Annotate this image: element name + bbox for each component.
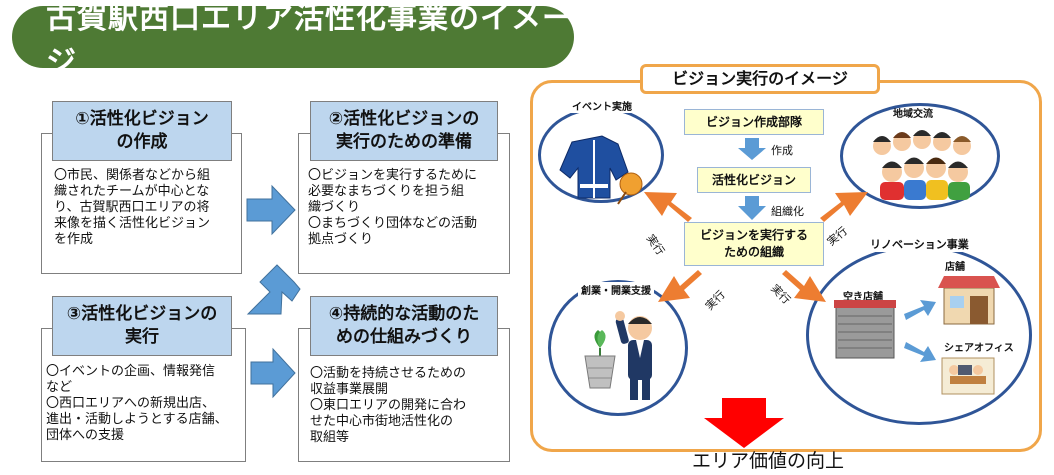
vacant-store-icon: [834, 300, 896, 358]
arrow-step2-to-step3: [248, 265, 300, 314]
exec-arrow-event: [644, 192, 692, 222]
result-text: エリア価値の向上: [692, 446, 844, 473]
red-down-arrow: [704, 398, 784, 448]
store-icon: [938, 276, 1000, 324]
step-flow-arrows: [0, 0, 530, 475]
share-office-icon: [942, 358, 994, 394]
arrow-to-store: [904, 300, 936, 320]
arrow-step1-to-step2: [247, 186, 295, 234]
happi-jacket-icon: [560, 136, 628, 198]
exec-arrow-startup: [658, 270, 702, 302]
crowd-people-icon: [873, 130, 971, 200]
vision-illustrations: [530, 80, 1042, 475]
businessman-icon: [615, 311, 652, 400]
arrow-step3-to-step4: [251, 349, 295, 397]
sprout-pot-icon: [585, 330, 615, 388]
down-arrow-organize: [738, 196, 766, 220]
arrow-to-office: [904, 342, 936, 362]
uchiwa-fan-icon: [618, 173, 642, 204]
exec-arrow-local: [820, 192, 868, 222]
down-arrow-make: [738, 138, 766, 160]
